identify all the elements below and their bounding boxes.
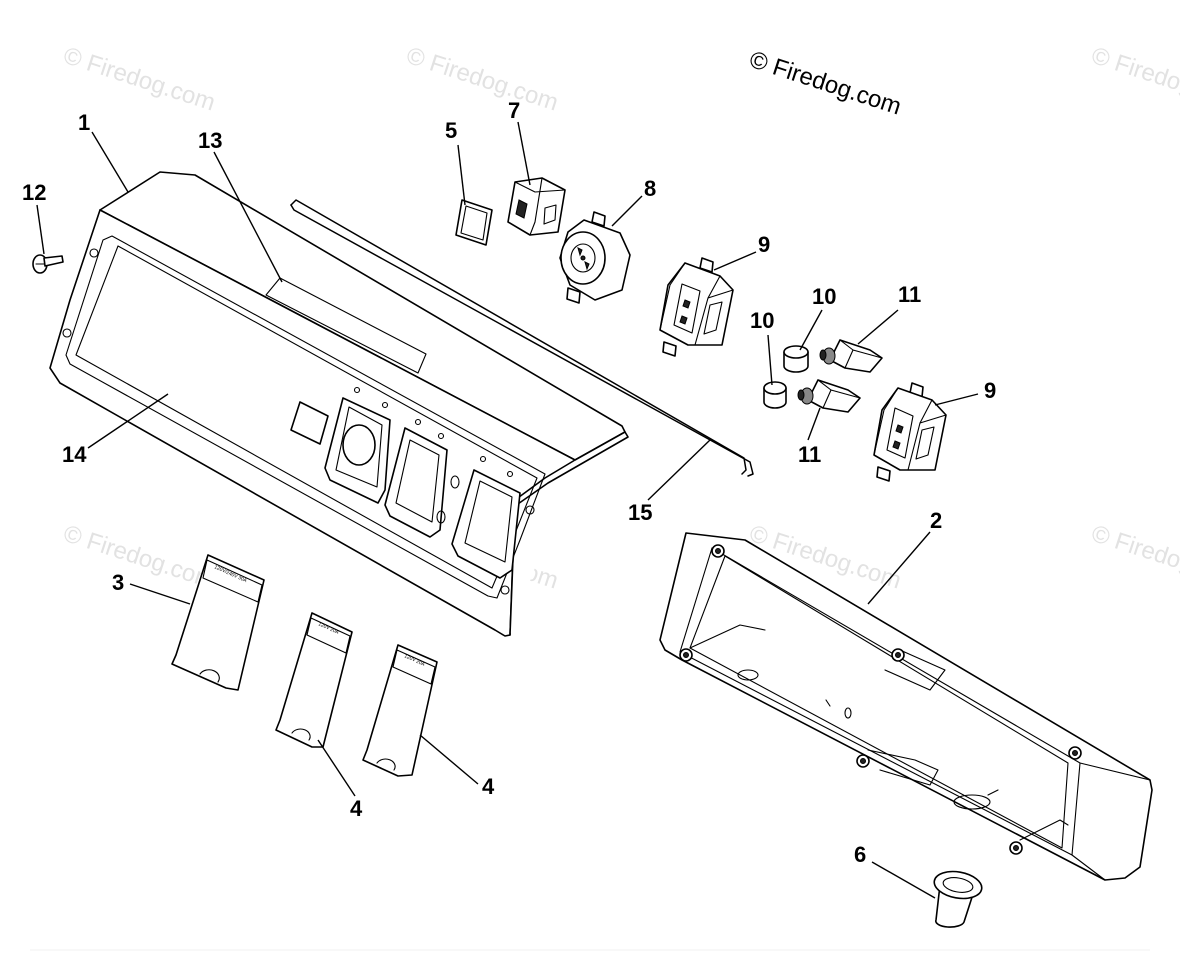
watermark: © Firedog.com xyxy=(60,520,218,594)
callout-6: 6 xyxy=(854,842,866,867)
part-3-outlet-cover[interactable]: 120V/240V 30A xyxy=(171,554,265,691)
part-8-twist-lock-receptacle[interactable] xyxy=(559,211,631,304)
watermark: © Firedog.com xyxy=(60,42,218,116)
part-4-outlet-cover-right[interactable]: 120V 20A xyxy=(362,644,438,777)
callout-7: 7 xyxy=(508,98,520,123)
part-11-circuit-breaker-upper[interactable] xyxy=(819,339,883,373)
callout-1: 1 xyxy=(78,110,90,135)
watermark: © Firedog.com xyxy=(1088,520,1180,594)
part-15-support-rod[interactable] xyxy=(290,199,754,477)
callout-3: 3 xyxy=(112,570,124,595)
callout-8: 8 xyxy=(644,176,656,201)
callout-14: 14 xyxy=(62,442,87,467)
part-7-rocker-switch[interactable] xyxy=(507,177,566,236)
callouts: 1 13 12 5 7 8 9 9 10 10 11 11 14 15 2 3 … xyxy=(22,98,996,867)
watermark: © Firedog.com xyxy=(1088,42,1180,116)
copyright-text: © Firedog.com xyxy=(746,46,904,120)
part-11-circuit-breaker-lower[interactable] xyxy=(797,379,861,413)
callout-13: 13 xyxy=(198,128,222,153)
leader-lines xyxy=(36,121,979,899)
watermark: © Firedog.com xyxy=(403,42,561,116)
callout-5: 5 xyxy=(445,118,457,143)
part-1-control-panel[interactable] xyxy=(49,171,629,637)
callout-2: 2 xyxy=(930,508,942,533)
part-12-screw[interactable] xyxy=(32,254,64,274)
part-10-breaker-cap-lower[interactable] xyxy=(763,381,787,409)
callout-9: 9 xyxy=(758,232,770,257)
callout-15: 15 xyxy=(628,500,652,525)
part-5-switch-cover[interactable] xyxy=(455,199,493,246)
part-4-outlet-cover-left[interactable]: 120V 20A xyxy=(275,612,353,748)
part-9-gfci-receptacle-upper[interactable] xyxy=(659,257,734,357)
callout-10: 10 xyxy=(750,308,774,333)
part-2-back-housing[interactable] xyxy=(659,532,1153,881)
callout-10: 10 xyxy=(812,284,836,309)
part-6-grommet[interactable] xyxy=(932,868,984,928)
callout-4: 4 xyxy=(482,774,495,799)
callout-4: 4 xyxy=(350,796,363,821)
callout-9: 9 xyxy=(984,378,996,403)
callout-11: 11 xyxy=(898,282,921,307)
part-9-gfci-receptacle-lower[interactable] xyxy=(873,382,947,482)
callout-11: 11 xyxy=(798,442,821,467)
part-10-breaker-cap-upper[interactable] xyxy=(783,345,809,373)
callout-12: 12 xyxy=(22,180,46,205)
